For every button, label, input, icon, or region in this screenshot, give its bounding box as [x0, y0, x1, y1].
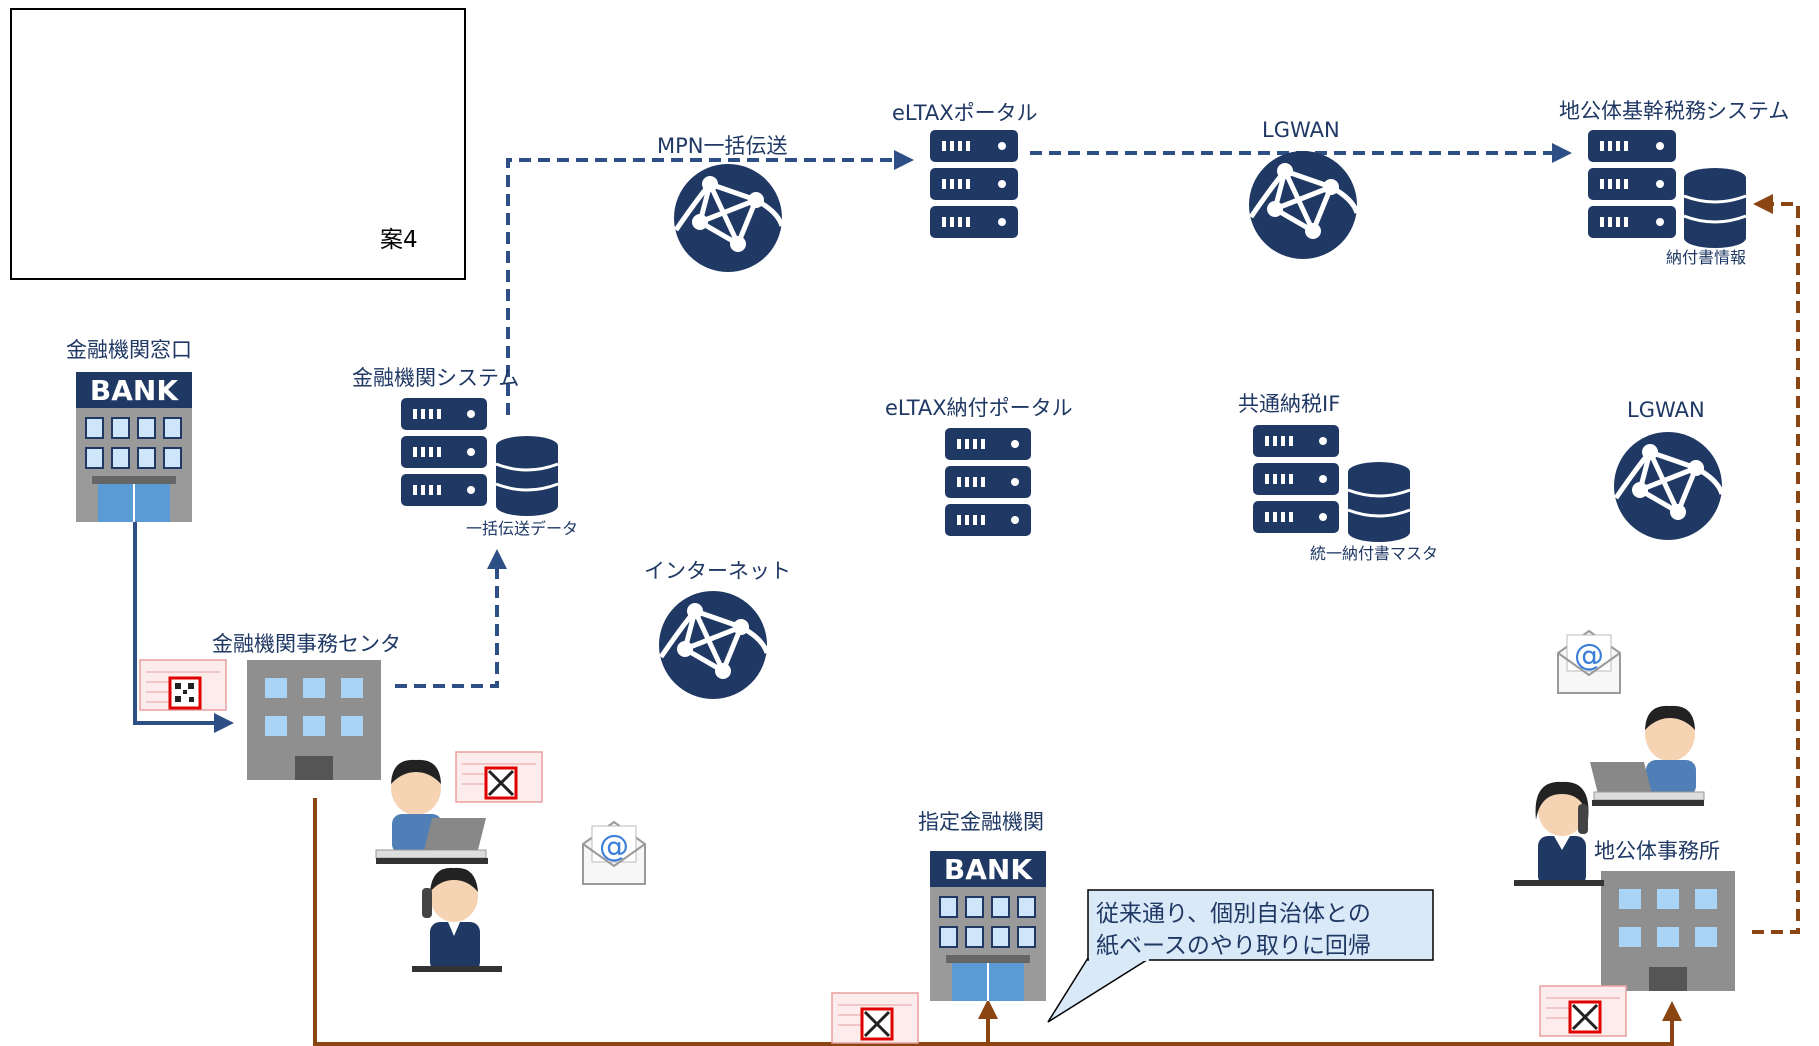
mail-icon: @ — [1557, 629, 1621, 694]
system-to-eltax-line — [506, 150, 914, 415]
payment-slip-crossed-icon — [1539, 985, 1627, 1037]
internet-globe-icon — [658, 591, 770, 699]
bank-sign-text: BANK — [944, 853, 1033, 886]
legend-label: 案4 — [380, 227, 418, 253]
lgwan-right-globe-icon — [1613, 432, 1725, 540]
local-gov-office-label: 地公体事務所 — [1594, 839, 1720, 863]
payment-slip-crossed-icon — [831, 992, 919, 1044]
eltax-portal-label: eLTAXポータル — [892, 101, 1038, 125]
internet-label: インターネット — [644, 559, 791, 583]
paper-route-line — [313, 798, 1682, 1046]
eltax-payment-portal-label: eLTAX納付ポータル — [885, 396, 1073, 420]
mail-icon: @ — [582, 820, 646, 885]
common-tax-server-icon — [1253, 425, 1339, 533]
mpn-bulk-label: MPN一括伝送 — [657, 134, 788, 158]
bank-counter-label: 金融機関窓口 — [66, 338, 192, 362]
bank-system-label: 金融機関システム — [352, 366, 520, 390]
common-tax-database-icon — [1347, 462, 1411, 542]
payment-info-label: 納付書情報 — [1666, 248, 1747, 267]
office-center-building-icon — [247, 660, 381, 780]
designated-bank-label: 指定金融機関 — [918, 810, 1044, 834]
lgwan-right-label: LGWAN — [1627, 398, 1705, 422]
bank-sign-text: BANK — [90, 374, 179, 407]
designated-bank-building-icon: BANK — [930, 851, 1046, 1001]
office-to-taxsystem-line — [1752, 194, 1800, 934]
payment-slip-crossed-icon — [455, 751, 543, 803]
payment-slip-qr-icon — [139, 659, 227, 711]
tax-system-label: 地公体基幹税務システム — [1559, 99, 1790, 123]
gov-worker-phone-person-icon — [1514, 781, 1604, 886]
unified-master-label: 統一納付書マスタ — [1310, 544, 1439, 563]
office-center-label: 金融機関事務センタ — [212, 632, 401, 656]
office-worker-laptop-person-icon — [375, 759, 488, 864]
tax-system-database-icon — [1683, 168, 1747, 248]
legend-box — [10, 8, 466, 280]
office-worker-phone-person-icon — [412, 867, 502, 972]
tax-system-server-icon — [1588, 130, 1676, 238]
callout-line-2: 紙ベースのやり取りに回帰 — [1096, 933, 1371, 959]
callout-line-1: 従来通り、個別自治体との — [1096, 901, 1371, 927]
center-to-system-line — [395, 549, 507, 688]
bank-system-database-icon — [495, 436, 559, 516]
bulk-data-label: 一括伝送データ — [466, 519, 579, 538]
eltax-portal-server-icon — [930, 130, 1018, 238]
lgwan-top-label: LGWAN — [1262, 118, 1340, 142]
eltax-payment-server-icon — [945, 428, 1031, 536]
callout-bubble — [1047, 889, 1434, 1023]
local-gov-office-building-icon — [1601, 871, 1735, 991]
common-tax-if-label: 共通納税IF — [1238, 392, 1341, 416]
gov-worker-laptop-person-icon — [1590, 705, 1705, 806]
mpn-globe-icon — [673, 164, 785, 272]
lgwan-top-globe-icon — [1248, 151, 1360, 259]
bank-counter-building-icon: BANK — [76, 372, 192, 522]
counter-to-center-line — [133, 522, 234, 733]
bank-system-server-icon — [401, 398, 487, 506]
